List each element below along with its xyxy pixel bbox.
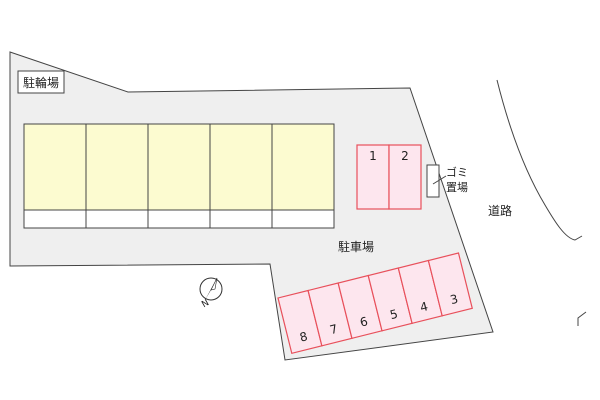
- north-letter: N: [200, 298, 211, 310]
- bicycle-parking-label: 駐輪場: [23, 75, 59, 90]
- parking-space-number: 5: [389, 307, 400, 322]
- road-edge-line: [496, 79, 583, 241]
- garbage-area-label: ゴミ: [446, 165, 468, 179]
- parking-space-number: 4: [419, 299, 430, 314]
- apartment-building: [23, 123, 335, 229]
- parking-space-number: 6: [358, 314, 369, 329]
- parking-space: 2: [388, 144, 422, 210]
- parking-space: 1: [356, 144, 390, 210]
- parking-space-number: 2: [401, 149, 409, 163]
- parking-space-number: 8: [298, 329, 309, 344]
- road-corner-line: [577, 311, 587, 326]
- parking-row: 8 7 6 5 4 3: [277, 252, 473, 355]
- parking-space-number: 7: [328, 322, 339, 337]
- garbage-area-label: 置場: [446, 181, 468, 194]
- bicycle-parking-box: [17, 70, 65, 94]
- north-arrow-icon: [199, 277, 223, 301]
- parking-space-number: 3: [449, 292, 460, 307]
- parking-lot-label: 駐車場: [338, 239, 374, 254]
- parking-space: 5: [367, 267, 413, 332]
- parking-space: 3: [427, 252, 473, 317]
- garbage-area-box: [426, 164, 440, 198]
- parking-space-number: 1: [369, 149, 377, 163]
- road-label: 道路: [488, 203, 512, 218]
- garbage-leader-line: [432, 175, 447, 185]
